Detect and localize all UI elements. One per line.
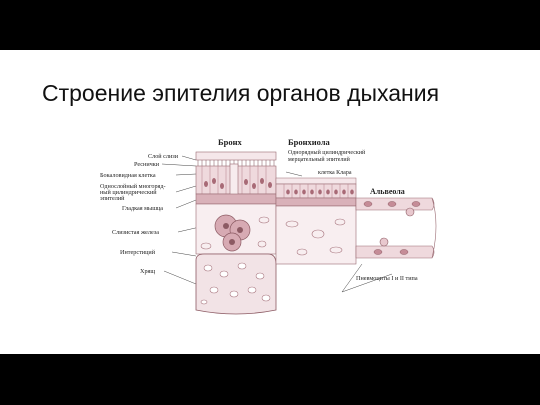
label-smooth-muscle: Гладкая мышца [122,205,163,212]
label-club-cell: клетка Клара [318,170,352,176]
mucous-gland [214,214,251,252]
label-mucous-gland: Слизистая железа [112,229,159,236]
slide: Строение эпителия органов дыхания Бронх … [0,50,540,354]
header-bronchiole: Бронхиола [288,137,331,147]
cartilage [195,253,277,315]
label-epithelium-2: ный цилиндрический [100,189,157,196]
header-alveolus: Альвеола [370,187,405,196]
left-labels: Слой слизи Реснички Бокаловидная клетка … [100,153,179,275]
label-epithelium-3: эпителий [100,195,125,202]
label-epithelium-1: Однослойный многоряд- [100,183,166,190]
label-simple-columnar-1: Однорядный цилиндрический [288,149,366,156]
bronchiole-section: Однорядный цилиндрический мерцательный э… [275,149,366,265]
pointer-lines [161,155,393,293]
label-simple-columnar-2: мерцательный эпителий [288,156,351,163]
label-interstitium: Интерстиций [120,249,156,256]
header-bronchus: Бронх [218,137,242,147]
label-goblet-cell: Бокаловидная клетка [100,172,156,179]
label-cilia: Реснички [134,161,160,168]
slide-title: Строение эпителия органов дыхания [42,80,440,106]
label-cartilage: Хрящ [140,268,155,275]
label-mucus-layer: Слой слизи [148,153,179,160]
respiratory-epithelium-figure: Бронх Бронхиола Альвеола Слой слизи Ресн… [92,134,468,322]
bronchus-section [195,151,277,315]
label-pneumocytes: Пневмоциты I и II типа [356,275,418,282]
alveolus-section: Пневмоциты I и II типа [355,197,437,282]
